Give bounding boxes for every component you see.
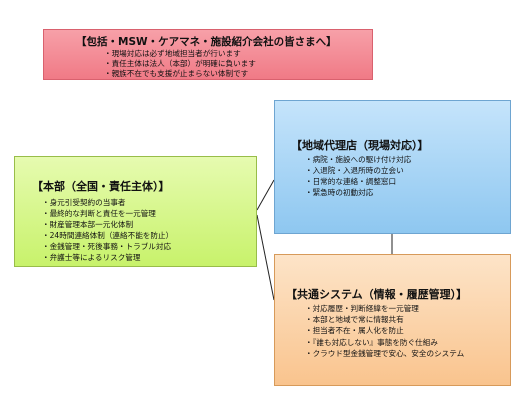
notice-list: 現場対応は必ず地域担当者が行います 責任主体は法人（本部）が明確に負います 親族…: [104, 49, 256, 79]
system-list: 対応履歴・判断経緯を一元管理 本部と地域で常に情報共有 担当者不在・属人化を防止…: [305, 303, 465, 359]
list-item: 弁護士等によるリスク管理: [42, 252, 173, 263]
headquarters-box: 【本部（全国・責任主体）】 身元引受契約の当事者 最終的な判断と責任を一元管理 …: [14, 156, 257, 267]
list-item: 入退院・入退所時の立会い: [305, 165, 411, 176]
list-item: 日常的な連絡・調整窓口: [305, 176, 411, 187]
list-item: 24時間連絡体制（連絡不能を防止）: [42, 230, 174, 241]
headquarters-title: 【本部（全国・責任主体）】: [32, 180, 170, 193]
headquarters-list: 身元引受契約の当事者 最終的な判断と責任を一元管理 財産管理本部一元化体制 24…: [42, 197, 174, 264]
list-item: 最終的な判断と責任を一元管理: [42, 208, 173, 219]
notice-box: 【包括・MSW・ケアマネ・施設紹介会社の皆さまへ】 現場対応は必ず地域担当者が行…: [43, 29, 373, 80]
list-item: 責任主体は法人（本部）が明確に負います: [104, 59, 256, 69]
agency-box: 【地域代理店（現場対応）】 病院・施設への駆け付け対応 入退院・入退所時の立会い…: [274, 100, 511, 234]
connector-hq-agency: [256, 179, 275, 211]
list-item: 身元引受契約の当事者: [42, 197, 173, 208]
notice-title: 【包括・MSW・ケアマネ・施設紹介会社の皆さまへ】: [76, 36, 337, 48]
list-item: 現場対応は必ず地域担当者が行います: [104, 49, 256, 59]
list-item: 親族不在でも支援が止まらない体制です: [104, 69, 256, 79]
system-box: 【共通システム（情報・履歴管理）】 対応履歴・判断経緯を一元管理 本部と地域で常…: [274, 254, 511, 386]
agency-list: 病院・施設への駆け付け対応 入退院・入退所時の立会い 日常的な連絡・調整窓口 緊…: [305, 154, 412, 198]
list-item: 金銭管理・死後事務・トラブル対応: [42, 241, 173, 252]
connector-hq-system: [256, 214, 275, 301]
list-item: 病院・施設への駆け付け対応: [305, 154, 412, 165]
list-item: 財産管理本部一元化体制: [42, 219, 173, 230]
agency-title: 【地域代理店（現場対応）】: [291, 139, 429, 152]
list-item: 本部と地域で常に情報共有: [305, 314, 464, 325]
list-item: 対応履歴・判断経緯を一元管理: [305, 303, 464, 314]
list-item: 緊急時の初動対応: [305, 187, 411, 198]
list-item: 『誰も対応しない』事態を防ぐ仕組み: [305, 337, 464, 348]
system-title: 【共通システム（情報・履歴管理）】: [286, 288, 468, 301]
list-item: クラウド型金銭管理で安心、安全のシステム: [305, 348, 465, 359]
list-item: 担当者不在・属人化を防止: [305, 325, 464, 336]
